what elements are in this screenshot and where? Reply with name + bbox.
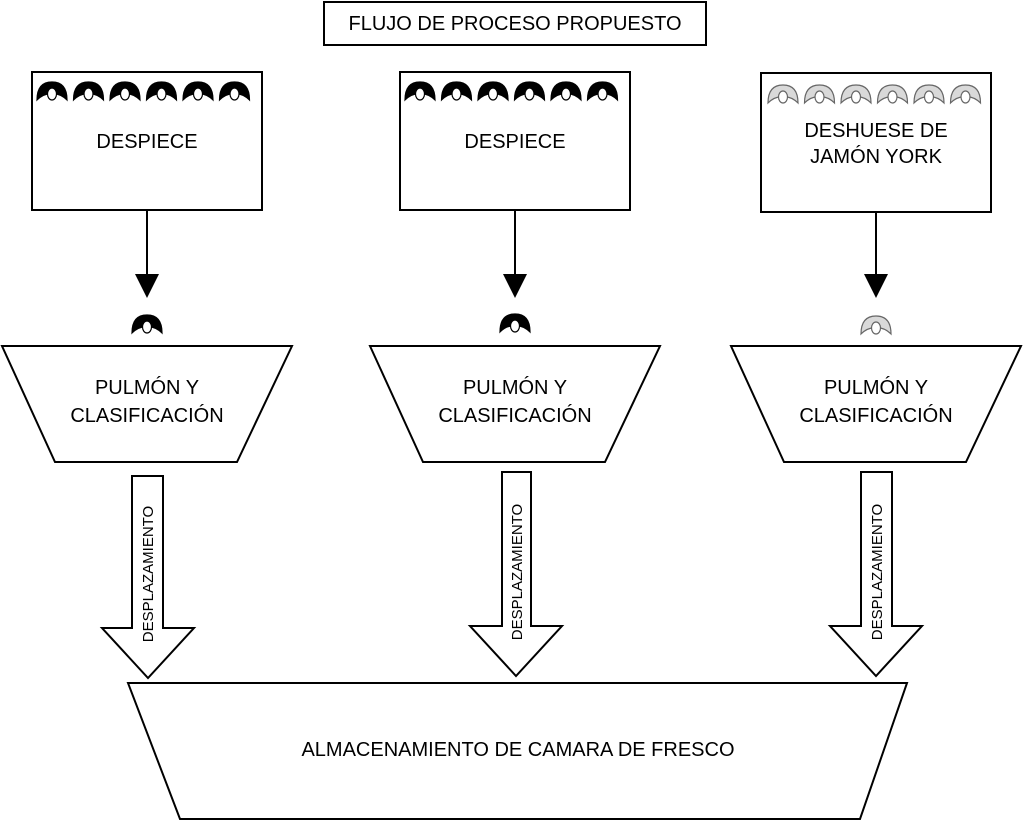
storage-label: ALMACENAMIENTO DE CAMARA DE FRESCO bbox=[301, 739, 734, 761]
process-label-3a: DESHUESE DE bbox=[804, 120, 947, 142]
column-1: DESPIECE PULMÓN Y CLASIFICACIÓN DESPLAZA… bbox=[0, 71, 294, 680]
piece-single-1 bbox=[131, 314, 163, 335]
meat-piece-icon bbox=[840, 84, 872, 105]
buffer-label-1a: PULMÓN Y bbox=[95, 376, 199, 399]
piece-row-1 bbox=[36, 81, 251, 102]
meat-piece-icon bbox=[949, 84, 982, 105]
buffer-label-2a: PULMÓN Y bbox=[463, 376, 567, 399]
meat-piece-icon bbox=[499, 313, 531, 334]
meat-piece-icon bbox=[109, 81, 141, 102]
buffer-label-1b: CLASIFICACIÓN bbox=[70, 404, 223, 427]
meat-piece-icon bbox=[404, 81, 436, 102]
transfer-label-1: DESPLAZAMIENTO bbox=[140, 506, 157, 642]
meat-piece-icon bbox=[131, 314, 163, 335]
buffer-label-2b: CLASIFICACIÓN bbox=[438, 404, 591, 427]
meat-piece-icon bbox=[586, 81, 619, 102]
buffer-label-3b: CLASIFICACIÓN bbox=[799, 404, 952, 427]
transfer-label-2: DESPLAZAMIENTO bbox=[509, 504, 526, 640]
diagram-title: FLUJO DE PROCESO PROPUESTO bbox=[348, 13, 681, 35]
meat-piece-icon bbox=[218, 81, 251, 102]
flow-arrow-2-head bbox=[503, 274, 527, 298]
transfer-arrow-3 bbox=[827, 471, 925, 678]
meat-piece-icon bbox=[513, 81, 546, 102]
buffer-box-2 bbox=[368, 345, 662, 463]
piece-single-3 bbox=[860, 315, 892, 336]
transfer-arrow-1 bbox=[99, 475, 197, 680]
meat-piece-icon bbox=[767, 84, 799, 105]
title-box bbox=[323, 1, 707, 46]
meat-piece-icon bbox=[440, 81, 473, 102]
meat-piece-icon bbox=[876, 84, 909, 105]
storage-box bbox=[126, 682, 909, 820]
buffer-label-3a: PULMÓN Y bbox=[824, 376, 928, 399]
meat-piece-icon bbox=[145, 81, 178, 102]
buffer-box-3 bbox=[729, 345, 1023, 463]
flow-arrow-3-head bbox=[864, 274, 888, 298]
process-label-1: DESPIECE bbox=[96, 131, 197, 153]
piece-single-2 bbox=[499, 313, 531, 334]
meat-piece-icon bbox=[803, 84, 836, 105]
piece-row-3 bbox=[767, 84, 982, 105]
transfer-label-3: DESPLAZAMIENTO bbox=[869, 504, 886, 640]
process-label-3b: JAMÓN YORK bbox=[810, 145, 943, 168]
column-3: DESHUESE DE JAMÓN YORK PULMÓN Y CLASIFIC… bbox=[729, 72, 1023, 678]
flow-arrow-1-head bbox=[135, 274, 159, 298]
meat-piece-icon bbox=[477, 81, 509, 102]
meat-piece-icon bbox=[36, 81, 68, 102]
piece-row-2 bbox=[404, 81, 619, 102]
meat-piece-icon bbox=[860, 315, 892, 336]
meat-piece-icon bbox=[550, 81, 582, 102]
meat-piece-icon bbox=[913, 84, 945, 105]
meat-piece-icon bbox=[182, 81, 214, 102]
process-label-2: DESPIECE bbox=[464, 131, 565, 153]
buffer-box-1 bbox=[0, 345, 294, 463]
column-2: DESPIECE PULMÓN Y CLASIFICACIÓN DESPLAZA… bbox=[368, 71, 662, 678]
transfer-arrow-2 bbox=[467, 471, 565, 678]
meat-piece-icon bbox=[72, 81, 105, 102]
